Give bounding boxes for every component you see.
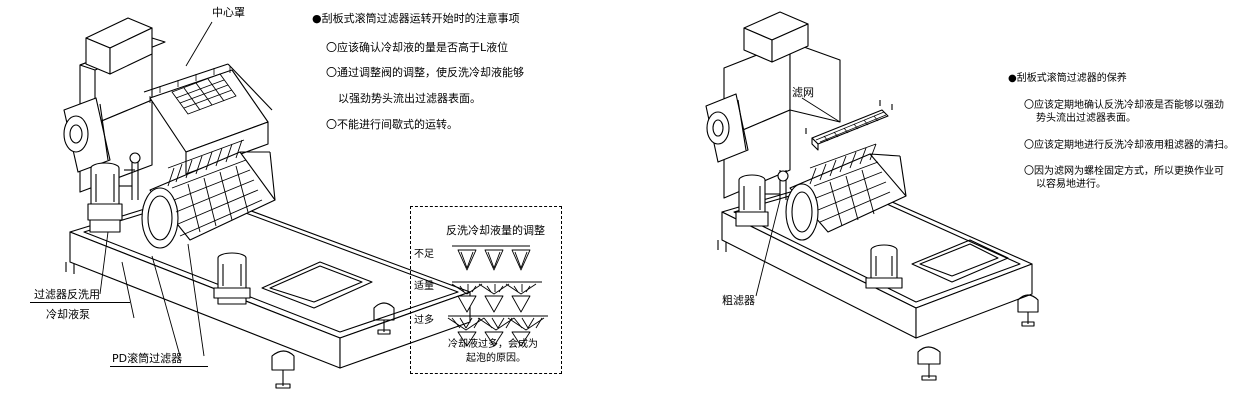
left-note-item-4: 〇不能进行间歇式的运转。: [326, 118, 458, 131]
left-backwash-pump: [87, 162, 132, 233]
right-screen: [805, 100, 893, 151]
right-notes-heading: ●刮板式滚筒过滤器的保养: [1008, 73, 1127, 84]
label-coarse-filter: 粗滤器: [722, 294, 755, 307]
right-machine: [705, 11, 1039, 381]
right-note-item-3: 〇应该定期地进行反洗冷却液用粗滤器的清扫。: [1024, 140, 1234, 151]
backwash-adjustment-inset: [410, 206, 562, 374]
left-note-item-1: 〇应该确认冷却液的量是否高于L液位: [326, 41, 509, 54]
nozzle-row-insufficient: [452, 245, 531, 271]
inset-title: 反洗冷却液量的调整: [446, 224, 545, 237]
left-drum-filter: [124, 139, 276, 249]
inset-nozzles: [447, 245, 548, 347]
label-center-cover: 中心罩: [212, 6, 245, 19]
left-machine: [63, 17, 471, 389]
inset-caption-2: 起泡的原因。: [466, 353, 526, 364]
left-leaders: [99, 21, 213, 357]
right-leaders: [755, 97, 841, 297]
nozzle-row-appropriate: [451, 281, 542, 313]
left-feet: [65, 262, 395, 389]
right-note-item-1: 〇应该定期地确认反洗冷却液是否能够以强劲: [1024, 100, 1224, 111]
right-backwash-pump: [735, 174, 780, 227]
label-screen: 滤网: [792, 86, 814, 99]
label-pd-underline: [110, 366, 208, 367]
right-note-item-5: 以容易地进行。: [1036, 179, 1106, 190]
right-drum-filter: [777, 143, 907, 241]
left-note-item-3: 以强劲势头流出过滤器表面。: [338, 92, 481, 105]
right-note-item-2: 势头流出过滤器表面。: [1036, 113, 1136, 124]
right-tank-pump: [865, 244, 903, 289]
right-feet: [717, 240, 1039, 381]
label-backwash-pump-line1: 过滤器反洗用: [34, 288, 100, 301]
label-backwash-pump-line2: 冷却液泵: [46, 308, 90, 321]
left-tank-pump: [213, 252, 251, 305]
inset-caption-1: 冷却液过多，会成为: [448, 339, 538, 350]
inset-row-appropriate: 适量: [414, 281, 434, 292]
left-center-cover: [143, 63, 273, 175]
right-upper-housing: [705, 11, 841, 199]
inset-row-excessive: 过多: [414, 315, 434, 326]
right-note-item-4: 〇因为滤网为螺栓固定方式，所以更换作业可: [1024, 166, 1224, 177]
left-notes-heading: ●刮板式滚筒过滤器运转开始时的注意事项: [312, 12, 520, 25]
left-note-item-2: 〇通过调整阀的调整，使反洗冷却液能够: [326, 66, 524, 79]
nozzle-row-excessive: [447, 315, 548, 347]
label-backwash-divider: [30, 302, 130, 303]
label-pd-drum-filter: PD滚筒过滤器: [112, 352, 183, 365]
inset-row-insufficient: 不足: [414, 249, 434, 260]
